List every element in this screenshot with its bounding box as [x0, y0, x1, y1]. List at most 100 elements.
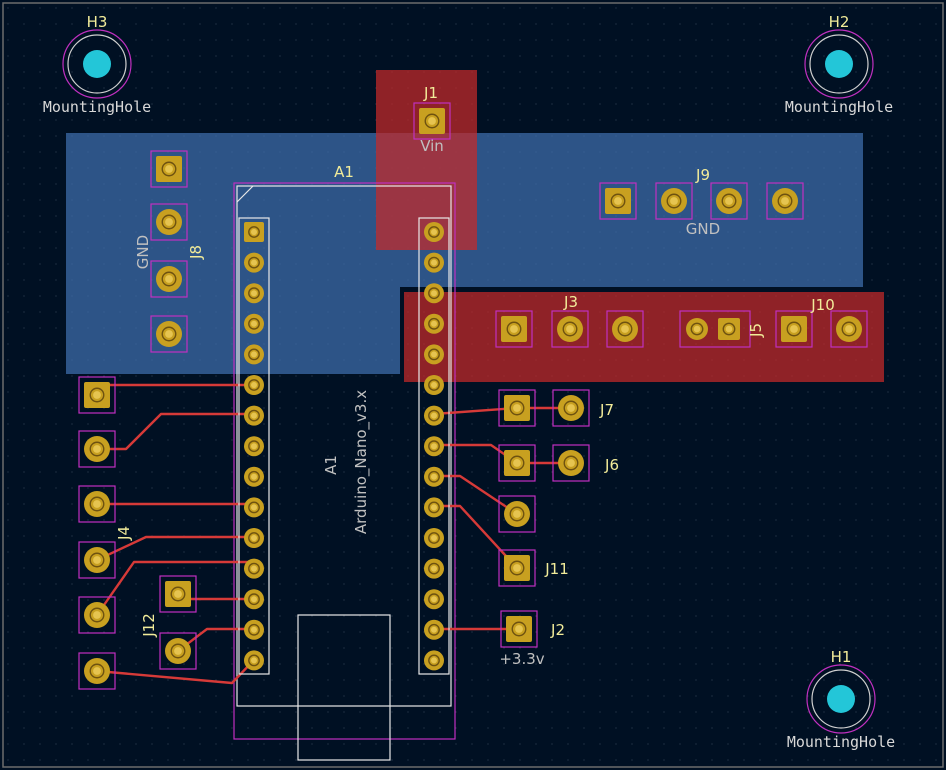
arduino-pin-right[interactable] [424, 436, 444, 457]
vin-zone [376, 70, 477, 250]
j1-ref: J1 [423, 84, 438, 102]
a1-value: Arduino_Nano_v3.x [352, 390, 371, 534]
h3-ref: H3 [87, 13, 108, 31]
j7-pad[interactable] [552, 389, 590, 427]
arduino-pin-left[interactable] [244, 528, 264, 548]
h2-value: MountingHole [785, 98, 893, 116]
j3-pad[interactable] [551, 310, 589, 348]
arduino-pin-right[interactable] [424, 344, 444, 365]
j4-ref: J4 [115, 526, 133, 541]
j12-pad[interactable] [159, 632, 197, 670]
j4-pad[interactable] [78, 596, 116, 634]
j9-pad[interactable] [599, 182, 637, 220]
j9-value: GND [686, 220, 720, 238]
j2-pad[interactable] [500, 610, 538, 648]
j5-courtyard [679, 310, 751, 348]
arduino-pin-right[interactable] [424, 558, 444, 579]
h3-value: MountingHole [43, 98, 151, 116]
h1-ref: H1 [831, 648, 852, 666]
j8-pad[interactable] [150, 150, 188, 188]
track [95, 658, 256, 685]
arduino-pin-left[interactable] [244, 344, 264, 365]
j4-pad[interactable] [78, 376, 116, 414]
arduino-pin-left[interactable] [244, 619, 264, 640]
j3-pad[interactable] [606, 310, 644, 348]
arduino-pin-right[interactable] [424, 222, 444, 242]
arduino-pin-right[interactable] [424, 650, 444, 671]
j9-pad[interactable] [766, 182, 804, 220]
arduino-courtyard [233, 182, 456, 740]
a1-ref: A1 [334, 163, 354, 181]
j9-pad[interactable] [655, 182, 693, 220]
h1-value: MountingHole [787, 733, 895, 751]
j8-ref: J8 [187, 245, 205, 260]
arduino-pin-left[interactable] [244, 252, 264, 273]
j12-pad[interactable] [159, 575, 197, 613]
j11-pad[interactable] [498, 549, 536, 587]
pin-header-outline [238, 217, 270, 675]
arduino-pin-left[interactable] [244, 405, 264, 426]
pin-header-outline [418, 217, 450, 675]
j9-pad[interactable] [710, 182, 748, 220]
j3-pad[interactable] [495, 310, 533, 348]
arduino-pin-right[interactable] [424, 497, 444, 518]
j6-ref: J6 [604, 456, 619, 474]
arduino-pin-right[interactable] [424, 283, 444, 304]
j7-ref: J7 [599, 401, 614, 419]
j10-pad[interactable] [775, 310, 813, 348]
j5-pad[interactable] [718, 318, 740, 340]
arduino-pin-left[interactable] [244, 589, 264, 610]
j4-pad[interactable] [78, 485, 116, 523]
track [95, 535, 256, 562]
j8-pad[interactable] [150, 260, 188, 298]
mounting-hole-h3[interactable] [62, 29, 132, 99]
j1-value: Vin [420, 137, 444, 155]
j11-ref: J11 [544, 560, 569, 578]
arduino-pin-right[interactable] [424, 466, 444, 487]
j7-pad[interactable] [498, 389, 536, 427]
arduino-pin1-chamfer [236, 185, 254, 203]
j9-ref: J9 [695, 166, 710, 184]
j10-pad[interactable] [830, 310, 868, 348]
j4-pad[interactable] [78, 430, 116, 468]
arduino-pin-left[interactable] [244, 466, 264, 487]
single-pad[interactable] [498, 495, 536, 533]
j1-pad[interactable] [413, 102, 451, 140]
mounting-hole-h2[interactable] [804, 29, 874, 99]
usb-connector-outline [297, 614, 391, 761]
j4-pad[interactable] [78, 541, 116, 579]
track [95, 412, 256, 451]
arduino-pin-left[interactable] [244, 497, 264, 518]
arduino-pin-right[interactable] [424, 252, 444, 273]
j8-value: GND [134, 235, 152, 269]
j6-pad[interactable] [552, 444, 590, 482]
arduino-pin-left[interactable] [244, 558, 264, 579]
j8-pad[interactable] [150, 315, 188, 353]
j8-pad[interactable] [150, 203, 188, 241]
arduino-pin-right[interactable] [424, 375, 444, 395]
arduino-pin-left[interactable] [244, 375, 264, 395]
j2-value: +3.3v [499, 650, 544, 668]
j2-ref: J2 [550, 621, 565, 639]
j12-ref: J12 [140, 613, 158, 638]
arduino-pin-right[interactable] [424, 405, 444, 426]
arduino-pin-right[interactable] [424, 619, 444, 640]
a1-ref-fab: A1 [322, 455, 340, 475]
arduino-pin-left[interactable] [244, 283, 264, 304]
mounting-hole-h1[interactable] [806, 664, 876, 734]
arduino-pin-left[interactable] [244, 436, 264, 457]
arduino-pin-left[interactable] [244, 313, 264, 334]
j5-ref: J5 [747, 323, 765, 338]
arduino-pin-right[interactable] [424, 589, 444, 610]
arduino-pin-right[interactable] [424, 528, 444, 548]
arduino-pin-left[interactable] [244, 650, 264, 671]
arduino-pin-right[interactable] [424, 313, 444, 334]
j3-ref: J3 [563, 293, 578, 311]
j6-pad[interactable] [498, 444, 536, 482]
h2-ref: H2 [829, 13, 850, 31]
j5-pad[interactable] [686, 318, 708, 340]
j4-pad[interactable] [78, 652, 116, 690]
arduino-pin-left[interactable] [244, 222, 264, 242]
